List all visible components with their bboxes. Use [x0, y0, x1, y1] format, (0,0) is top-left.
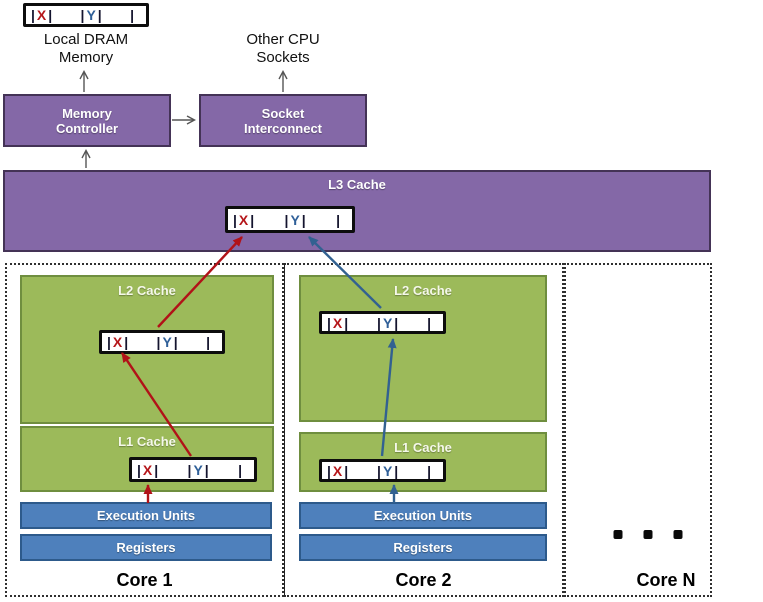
- value-x: X: [332, 314, 343, 331]
- pipe-glyph: |: [31, 7, 35, 23]
- value-x: X: [238, 211, 249, 228]
- value-x: X: [332, 462, 343, 479]
- pipe-glyph: |: [284, 211, 289, 228]
- cache-line-slot-y: |Y|: [285, 212, 306, 228]
- pipe-glyph: |: [238, 461, 242, 478]
- pipe-glyph: |: [427, 314, 431, 331]
- ellipsis-dot: [643, 530, 653, 539]
- core2-label: Core 2: [395, 570, 452, 590]
- cache-line-slot-empty: |: [206, 334, 210, 350]
- cache-line-slot-y: |Y|: [377, 315, 398, 331]
- pipe-glyph: |: [206, 334, 210, 350]
- l3-cache-block: L3 Cache |X||Y||: [3, 170, 711, 252]
- memory-controller-block: Memory Controller: [3, 94, 171, 147]
- ellipsis-icon: [613, 530, 683, 539]
- core-n-label: Core N: [636, 570, 696, 590]
- core2-registers-block: Registers: [299, 534, 547, 561]
- pipe-glyph: |: [427, 462, 431, 479]
- cache-line-slot-empty: |: [336, 212, 340, 228]
- pipe-glyph: |: [301, 211, 306, 228]
- cache-line-slot-empty: |: [130, 7, 134, 23]
- socket-interconnect-label: Socket Interconnect: [243, 105, 322, 136]
- pipe-glyph: |: [97, 7, 102, 23]
- core1-registers-label: Registers: [116, 540, 176, 555]
- cache-line-slot-y: |Y|: [157, 334, 178, 350]
- cache-line-slot-empty: |: [427, 463, 431, 479]
- pipe-glyph: |: [394, 462, 399, 479]
- pipe-glyph: |: [250, 211, 255, 228]
- core1-l1-cache-label: L1 Cache: [118, 434, 176, 449]
- memory-controller-label: Memory Controller: [55, 105, 119, 136]
- pipe-glyph: |: [48, 7, 53, 23]
- core1-frame: L2 Cache |X||Y|| L1 Cache |X||Y|| Execut…: [5, 263, 284, 597]
- core1-registers-block: Registers: [20, 534, 272, 561]
- pipe-glyph: |: [130, 7, 134, 23]
- core2-l2-cache-block: L2 Cache: [299, 275, 547, 422]
- core1-execution-units-label: Execution Units: [96, 508, 196, 523]
- core2-frame: L2 Cache |X||Y|| L1 Cache |X||Y|| Execut…: [284, 263, 564, 597]
- value-x: X: [142, 461, 153, 478]
- core2-l2-cache-label: L2 Cache: [394, 283, 452, 298]
- value-y: Y: [162, 334, 172, 350]
- pipe-glyph: |: [377, 314, 381, 331]
- core-n-frame: Core N: [564, 263, 712, 597]
- cache-line-slot-x: |X|: [233, 212, 254, 228]
- ellipsis-dot: [673, 530, 683, 539]
- core1-l2-cache-line: |X||Y||: [99, 330, 225, 354]
- core1-l1-cache-line: |X||Y||: [129, 457, 257, 482]
- pipe-glyph: |: [154, 461, 159, 478]
- pipe-glyph: |: [233, 211, 237, 228]
- cache-line-slot-x: |X|: [107, 334, 128, 350]
- core2-registers-label: Registers: [393, 540, 453, 555]
- core2-l1-cache-line: |X||Y||: [319, 459, 446, 482]
- core1-execution-units-block: Execution Units: [20, 502, 272, 529]
- pipe-glyph: |: [80, 7, 85, 23]
- core2-execution-units-label: Execution Units: [373, 508, 473, 523]
- cache-line-slot-y: |Y|: [377, 463, 398, 479]
- pipe-glyph: |: [377, 462, 381, 479]
- pipe-glyph: |: [124, 334, 129, 350]
- value-y: Y: [193, 461, 203, 478]
- core2-execution-units-block: Execution Units: [299, 502, 547, 529]
- cache-line-dram: |X||Y||: [23, 3, 149, 27]
- cache-line-slot-x: |X|: [31, 7, 52, 23]
- core1-l2-cache-label: L2 Cache: [118, 283, 176, 298]
- other-cpu-sockets-label: Other CPU Sockets: [246, 31, 320, 66]
- value-y: Y: [382, 314, 393, 331]
- pipe-glyph: |: [107, 334, 111, 350]
- cache-line-slot-y: |Y|: [81, 7, 102, 23]
- pipe-glyph: |: [327, 462, 331, 479]
- core2-l2-cache-line: |X||Y||: [319, 311, 446, 334]
- pipe-glyph: |: [173, 334, 178, 350]
- cache-line-slot-empty: |: [238, 462, 242, 478]
- pipe-glyph: |: [204, 461, 209, 478]
- pipe-glyph: |: [344, 314, 349, 331]
- pipe-glyph: |: [327, 314, 331, 331]
- ellipsis-dot: [613, 530, 623, 539]
- value-y: Y: [290, 211, 300, 228]
- socket-interconnect-block: Socket Interconnect: [199, 94, 367, 147]
- local-dram-memory-label: Local DRAM Memory: [43, 31, 129, 66]
- pipe-glyph: |: [336, 211, 340, 228]
- core2-l1-cache-label: L1 Cache: [394, 440, 452, 455]
- cache-line-l3: |X||Y||: [225, 206, 355, 233]
- pipe-glyph: |: [344, 462, 349, 479]
- value-y: Y: [86, 7, 96, 23]
- pipe-glyph: |: [394, 314, 399, 331]
- cache-line-slot-y: |Y|: [188, 462, 209, 478]
- value-x: X: [112, 334, 123, 350]
- pipe-glyph: |: [137, 461, 141, 478]
- cache-line-slot-x: |X|: [137, 462, 158, 478]
- pipe-glyph: |: [156, 334, 161, 350]
- value-x: X: [36, 7, 47, 23]
- pipe-glyph: |: [187, 461, 192, 478]
- cache-line-slot-empty: |: [427, 315, 431, 331]
- cache-line-slot-x: |X|: [327, 463, 348, 479]
- cache-line-slot-x: |X|: [327, 315, 348, 331]
- l3-cache-label: L3 Cache: [328, 177, 386, 192]
- core1-label: Core 1: [116, 570, 173, 590]
- value-y: Y: [382, 462, 393, 479]
